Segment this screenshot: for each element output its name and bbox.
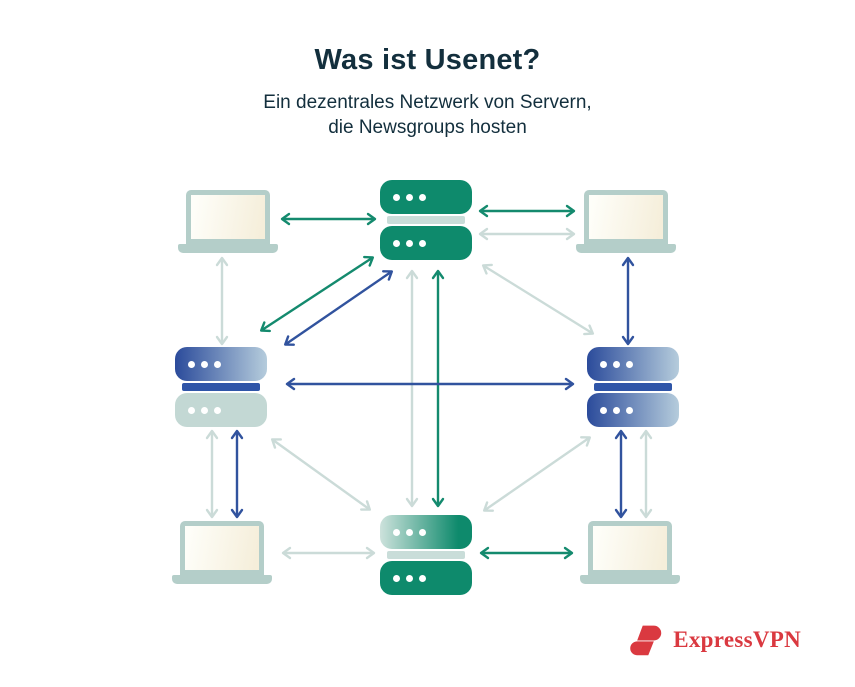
- server-led-dot: [419, 239, 426, 247]
- server-led-dot: [393, 193, 400, 201]
- arrow-server-left-server-bottom-diagonal: [270, 438, 372, 511]
- server-led-dot: [419, 528, 426, 536]
- server-icon-right: [587, 347, 679, 427]
- server-unit-1: [380, 515, 472, 549]
- expressvpn-logo: ExpressVPN: [627, 623, 801, 657]
- laptop-icon-bottom-left: [172, 521, 272, 584]
- server-led-dot: [626, 360, 633, 368]
- laptop-base: [580, 575, 680, 584]
- server-led-dot: [419, 574, 426, 582]
- server-led-dot: [406, 574, 413, 582]
- server-led-dot: [600, 406, 607, 414]
- server-led-dot: [201, 406, 208, 414]
- server-led-dot: [406, 239, 413, 247]
- expressvpn-logo-icon: [630, 625, 662, 656]
- subtitle-line-2: die Newsgroups hosten: [328, 117, 527, 138]
- server-divider: [182, 383, 260, 391]
- laptop-icon-bottom-right: [580, 521, 680, 584]
- server-led-dot: [600, 360, 607, 368]
- laptop-screen: [191, 195, 265, 239]
- laptop-icon-top-left: [178, 190, 278, 253]
- arrow-server-left-server-top-green: [259, 255, 375, 333]
- server-icon-bottom: [380, 515, 472, 595]
- laptop-lid: [588, 521, 672, 575]
- server-icon-top: [380, 180, 472, 260]
- server-unit-1: [175, 347, 267, 381]
- server-icon-left: [175, 347, 267, 427]
- subtitle-line-1: Ein dezentrales Netzwerk von Servern,: [263, 92, 592, 113]
- server-led-dot: [406, 193, 413, 201]
- arrow-server-bottom-server-right-diagonal: [482, 436, 592, 512]
- server-unit-2: [175, 393, 267, 427]
- server-unit-2: [380, 226, 472, 260]
- server-led-dot: [188, 406, 195, 414]
- server-led-dot: [613, 406, 620, 414]
- page-title: Was ist Usenet?: [314, 44, 541, 76]
- server-led-dot: [393, 239, 400, 247]
- server-led-dot: [419, 193, 426, 201]
- server-led-dot: [188, 360, 195, 368]
- laptop-base: [172, 575, 272, 584]
- server-divider: [387, 551, 465, 559]
- laptop-screen: [185, 526, 259, 570]
- server-unit-2: [380, 561, 472, 595]
- laptop-lid: [180, 521, 264, 575]
- server-led-dot: [613, 360, 620, 368]
- server-unit-2: [587, 393, 679, 427]
- arrow-server-left-server-top-blue: [283, 270, 394, 346]
- expressvpn-logo-text: ExpressVPN: [673, 627, 801, 652]
- header: Was ist Usenet? Ein dezentrales Netzwerk…: [0, 44, 855, 140]
- laptop-screen: [593, 526, 667, 570]
- arrow-server-top-server-right-diagonal: [481, 263, 595, 336]
- page-subtitle: Ein dezentrales Netzwerk von Servern, di…: [0, 90, 855, 140]
- laptop-icon-top-right: [576, 190, 676, 253]
- server-led-dot: [393, 574, 400, 582]
- server-unit-1: [380, 180, 472, 214]
- server-led-dot: [214, 360, 221, 368]
- server-led-dot: [406, 528, 413, 536]
- laptop-lid: [584, 190, 668, 244]
- server-led-dot: [626, 406, 633, 414]
- server-led-dot: [393, 528, 400, 536]
- laptop-base: [178, 244, 278, 253]
- server-divider: [594, 383, 672, 391]
- laptop-base: [576, 244, 676, 253]
- server-unit-1: [587, 347, 679, 381]
- laptop-screen: [589, 195, 663, 239]
- server-led-dot: [201, 360, 208, 368]
- server-divider: [387, 216, 465, 224]
- server-led-dot: [214, 406, 221, 414]
- laptop-lid: [186, 190, 270, 244]
